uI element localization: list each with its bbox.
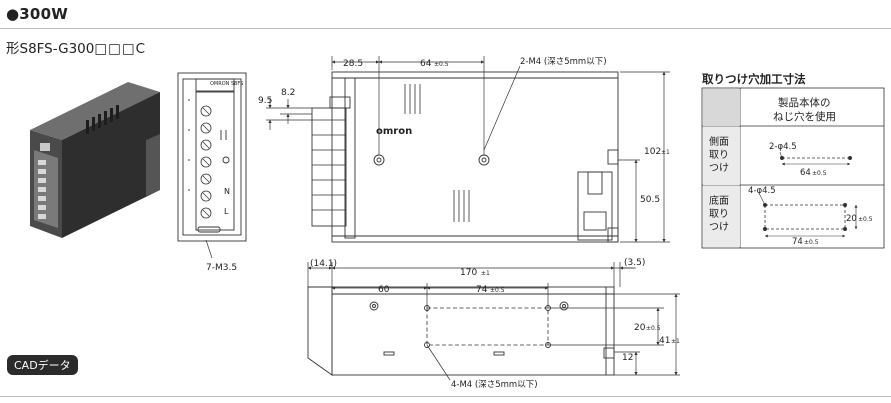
row2-label-3: つけ [709,221,729,233]
model-number: 形S8FS-G300□□□C [6,37,145,57]
model-boxes: □□□ [94,41,136,57]
row1-label-3: つけ [709,162,729,174]
front-view [177,72,247,259]
dim-64-top-tol: ±0.5 [434,61,449,68]
dim-12: 12 [622,353,633,363]
front-brand-label: OMRON S8FS [210,81,243,87]
dim-74-bottom-tol: ±0.5 [490,287,505,294]
brand-logo: omron [376,126,412,137]
m4-bottom-note: 4-M4 (深さ5mm以下) [451,380,538,390]
section-heading: ●300W [6,5,68,23]
mounting-table-title: 取りつけ穴加工寸法 [702,72,806,86]
dim-3-5: (3.5) [624,258,645,268]
mounting-table [701,87,885,249]
terminal-n-label: N [224,187,230,196]
dim-14-1: (14.1) [310,259,337,269]
table-header-line2: ねじ穴を使用 [773,110,836,123]
terminal-screw-label: 7-M3.5 [206,263,237,273]
row2-hole: 4-φ4.5 [748,186,776,196]
dim-9-5: 9.5 [258,96,272,106]
row2-dim-v-tol: ±0.5 [858,216,873,223]
row2-label-2: 取り [709,208,729,220]
dim-74-bottom: 74 [476,285,488,295]
row2-dim-h-tol: ±0.5 [804,239,819,246]
dim-20: 20 [634,323,646,333]
dim-8-2: 8.2 [281,88,295,98]
row1-label-2: 取り [709,149,729,161]
row1-label-1: 側面 [709,135,729,148]
side-view [311,71,619,243]
m4-top-note: 2-M4 (深さ5mm以下) [520,57,607,67]
dim-170-tol: ±1 [481,270,490,277]
product-photo [30,82,160,238]
row2-label-1: 底面 [709,194,729,207]
cad-data-button[interactable]: CADデータ [7,355,78,375]
bottom-divider [0,396,891,397]
dim-64-top: 64 [420,59,432,69]
dim-41-tol: ±1 [671,338,680,345]
table-header-line1: 製品本体の [778,96,831,109]
dim-41: 41 [659,336,670,346]
terminal-l-label: L [224,207,229,216]
section-title: 300W [19,5,68,23]
row1-dim: 64 [800,168,811,178]
bottom-view [307,286,615,376]
dim-50-5: 50.5 [640,195,660,205]
dim-102: 102 [644,147,661,157]
bottom-dimensions [307,262,680,381]
dim-20-tol: ±0.5 [646,325,661,332]
model-prefix: 形S8FS-G300 [6,41,95,57]
top-divider [0,28,891,29]
bullet-icon: ● [6,5,20,23]
row2-dim-h: 74 [792,237,803,247]
row2-dim-v: 20 [846,214,857,224]
row1-dim-tol: ±0.5 [812,170,827,177]
model-suffix: C [135,41,146,57]
dim-60: 60 [378,285,390,295]
side-dimensions [266,56,670,243]
dim-170: 170 [460,268,477,278]
row1-hole: 2-φ4.5 [769,142,797,152]
dim-28-5: 28.5 [343,59,363,69]
dim-102-tol: ±1 [661,149,670,156]
